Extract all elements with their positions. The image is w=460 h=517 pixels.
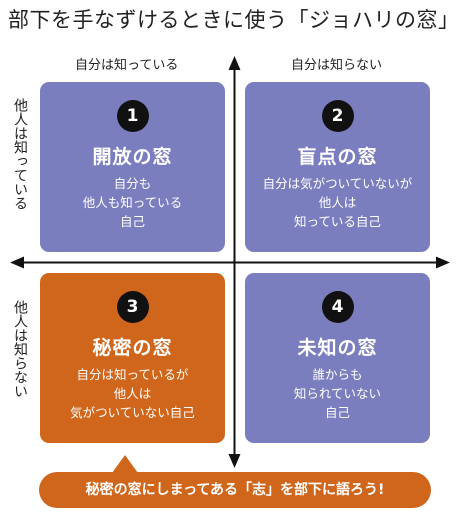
quadrant-description: 自分は気がついていないが 他人は 知っている自己 <box>245 174 430 231</box>
quadrant-description: 誰からも 知られていない 自己 <box>245 365 430 422</box>
quadrant-title: 未知の窓 <box>297 337 378 359</box>
quadrant-number-badge: 2 <box>321 100 354 132</box>
quadrant-unknown: 4 未知の窓 誰からも 知られていない 自己 <box>245 273 430 443</box>
description-line: 他人は <box>318 195 357 210</box>
description-line: 知っている自己 <box>294 214 381 229</box>
column-label-self-unknown: 自分は知らない <box>291 58 383 73</box>
quadrant-number-badge: 3 <box>116 291 149 323</box>
quadrant-title: 盲点の窓 <box>297 146 378 168</box>
diagram-title: 部下を手なずけるときに使う「ジョハリの窓」 <box>8 8 460 32</box>
row-label-others-unknown: 他人は知らない <box>12 300 28 398</box>
quadrant-number-badge: 1 <box>116 100 149 132</box>
quadrant-title: 開放の窓 <box>92 146 173 168</box>
quadrant-description: 自分も 他人も知っている 自己 <box>40 174 225 231</box>
arrow-left-icon <box>10 256 24 269</box>
description-line: 自分は知っているが <box>76 367 189 382</box>
description-line: 他人は <box>113 386 152 401</box>
description-line: 知られていない <box>293 386 382 401</box>
quadrant-hidden: 3 秘密の窓 自分は知っているが 他人は 気がついていない自己 <box>40 273 225 443</box>
callout-pointer <box>112 455 138 473</box>
description-line: 自分は気がついていないが <box>262 176 413 191</box>
row-label-others-know: 他人は知っている <box>12 98 28 210</box>
arrow-down-icon <box>228 454 241 468</box>
description-line: 気がついていない自己 <box>70 405 195 420</box>
callout-banner: 秘密の窓にしまってある「志」を部下に語ろう! <box>39 472 431 508</box>
description-line: 他人も知っている <box>82 195 183 210</box>
description-line: 自己 <box>119 214 145 229</box>
description-line: 自己 <box>324 405 350 420</box>
quadrant-title: 秘密の窓 <box>92 337 173 359</box>
description-line: 自分も <box>113 176 152 191</box>
column-label-self-knows: 自分は知っている <box>75 58 179 73</box>
quadrant-open: 1 開放の窓 自分も 他人も知っている 自己 <box>40 82 225 252</box>
description-line: 誰からも <box>312 367 363 382</box>
arrow-right-icon <box>436 256 450 269</box>
quadrant-blind: 2 盲点の窓 自分は気がついていないが 他人は 知っている自己 <box>245 82 430 252</box>
arrow-up-icon <box>228 56 241 70</box>
quadrant-description: 自分は知っているが 他人は 気がついていない自己 <box>40 365 225 422</box>
quadrant-number-badge: 4 <box>321 291 354 323</box>
